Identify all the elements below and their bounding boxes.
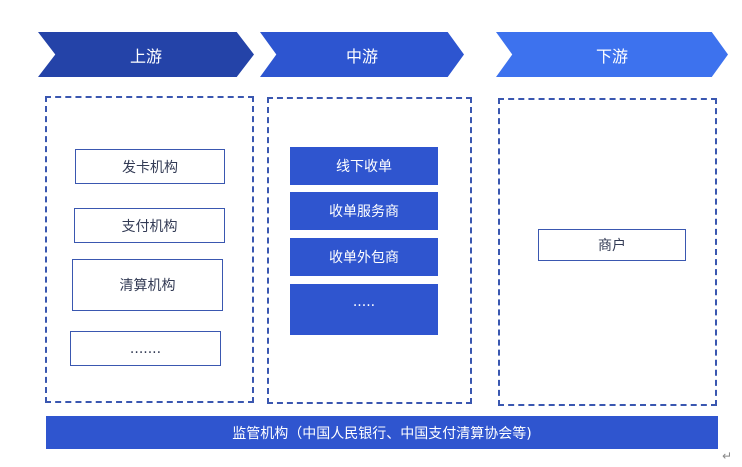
midstream-stage-label: 中游 [345,46,378,66]
downstream-container [498,98,717,406]
downstream-item-merchant: 商户 [538,229,686,261]
downstream-stage-label: 下游 [595,46,628,66]
midstream-item-more-label: ..... [352,294,376,310]
midstream-stage-chevron: 中游 [260,32,464,77]
upstream-item-clearing-institution: 清算机构 [72,259,223,311]
upstream-item-card-issuer: 发卡机构 [75,149,225,184]
upstream-stage-label: 上游 [129,46,162,66]
midstream-item-acquiring-outsourcer: 收单外包商 [290,238,438,276]
midstream-container [267,97,472,404]
upstream-item-more: ....... [70,331,221,366]
midstream-item-offline-acquiring: 线下收单 [290,147,438,185]
midstream-item-acquiring-service-provider: 收单服务商 [290,192,438,230]
downstream-stage-chevron: 下游 [496,32,728,77]
upstream-item-payment-institution: 支付机构 [74,208,225,243]
upstream-container [45,96,254,403]
midstream-item-more: ..... [290,284,438,335]
regulator-bar: 监管机构（中国人民银行、中国支付清算协会等) [46,416,718,449]
return-mark-icon: ↵ [722,449,733,463]
upstream-stage-chevron: 上游 [38,32,254,77]
